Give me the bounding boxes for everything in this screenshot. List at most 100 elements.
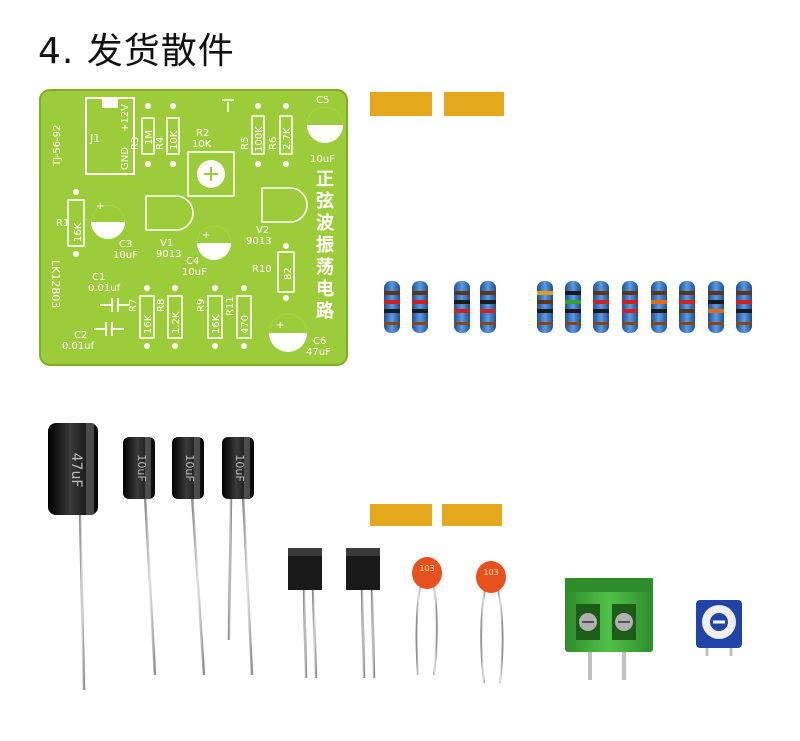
c1-value: 0.01uf: [88, 283, 121, 294]
resistor: [679, 281, 695, 333]
v1-value: 9013: [156, 249, 181, 260]
c5-value: 10uF: [310, 154, 335, 165]
resistor: [480, 281, 496, 333]
svg-text:弦: 弦: [316, 190, 334, 212]
pin-gnd-label: GND: [120, 147, 131, 170]
r10-value: 82: [283, 267, 294, 280]
tape-bottom-right: [442, 504, 502, 526]
r1-value: 16K: [73, 222, 84, 242]
resistor: [736, 281, 752, 333]
tape-top-right: [444, 92, 504, 116]
resistor: [593, 281, 609, 333]
ceramic-capacitor-2: 103: [476, 561, 506, 684]
c6-label: C6: [313, 336, 326, 347]
capacitor-10uf-3: 10uF: [222, 437, 254, 676]
small-cap-label-2: 10uF: [183, 454, 196, 481]
resistor-footprints-bottom: [139, 295, 252, 339]
transistor-2: [346, 548, 380, 679]
potentiometer-footprint: R2 10K: [187, 99, 235, 197]
v2-value: 9013: [246, 236, 271, 247]
r5-label: R5: [240, 137, 251, 150]
svg-text:荡: 荡: [316, 256, 334, 278]
capacitor-10uf-1: 10uF: [123, 437, 157, 676]
capacitor-47uf: 47uF: [48, 423, 98, 691]
c6-value: 47uF: [306, 347, 331, 358]
connector-code-label: TJ-56-92: [52, 125, 63, 167]
connector-id-label: J1: [89, 132, 100, 145]
r3-value: 1M: [144, 130, 155, 145]
c3-label: C3: [119, 239, 132, 250]
resistor: [651, 281, 667, 333]
c5-label: C5: [316, 95, 329, 106]
small-cap-label-1: 10uF: [135, 454, 148, 481]
ceramic-capacitor-1: 103: [412, 557, 442, 676]
tape-top-left: [370, 92, 432, 116]
r4-value: 10K: [169, 130, 180, 150]
r9-value: 16K: [211, 314, 222, 334]
r7-value: 16K: [143, 314, 154, 334]
ceramic-label-2: 103: [483, 568, 498, 577]
svg-text:+: +: [96, 201, 104, 212]
c6-footprint: + C6 47uF: [269, 314, 331, 358]
resistor: [565, 281, 581, 333]
trimmer-potentiometer: [696, 600, 742, 656]
svg-text:+: +: [276, 320, 284, 331]
ceramic-label-1: 103: [419, 564, 434, 573]
pcb-board: J1 TJ-56-92 +12V GND R3 1M R4 10K R5 100…: [39, 89, 348, 366]
resistor-bodies: [384, 281, 752, 333]
r11-value: 470: [240, 315, 251, 334]
c4-label: C4: [186, 256, 199, 267]
transistor-1: [288, 548, 322, 679]
resistor: [537, 281, 553, 333]
r8-value: 1.2K: [171, 311, 182, 334]
r2-label: R2: [196, 128, 209, 139]
r8-label: R8: [156, 299, 167, 312]
solder-pads: [73, 103, 289, 349]
v2-label: V2: [256, 225, 269, 236]
resistor-footprints-top: [141, 115, 293, 155]
capacitor-10uf-2: 10uF: [172, 437, 206, 676]
c2-value: 0.01uf: [62, 341, 95, 352]
c4-value: 10uF: [182, 267, 207, 278]
r9-label: R9: [196, 299, 207, 312]
svg-text:振: 振: [316, 234, 334, 256]
v2-footprint: V2 9013: [246, 187, 308, 247]
resistor: [622, 281, 638, 333]
r1-label: R1: [56, 218, 69, 229]
big-cap-label: 47uF: [68, 453, 84, 488]
pin-plus-label: +12V: [120, 104, 131, 132]
connector-j1-footprint: J1 TJ-56-92 +12V GND: [52, 97, 135, 175]
svg-text:正: 正: [316, 169, 334, 190]
c5-footprint: C5 10uF: [307, 95, 343, 165]
c1-label: C1: [92, 272, 105, 283]
resistor: [708, 281, 724, 333]
c4-footprint: + C4 10uF: [182, 226, 231, 278]
r6-label: R6: [268, 137, 279, 150]
r3-label: R3: [130, 137, 141, 150]
c3-value: 10uF: [113, 250, 138, 261]
resistor: [384, 281, 400, 333]
svg-text:路: 路: [316, 300, 335, 322]
section-heading: 4. 发货散件: [38, 31, 235, 72]
r6-value: 2.7K: [282, 127, 293, 150]
board-title: 正 弦 波 振 荡 电 路: [316, 169, 335, 322]
r2-value: 10K: [192, 139, 212, 150]
r5-value: 100K: [254, 126, 265, 152]
tape-bottom-left: [370, 504, 432, 526]
r10-label: R10: [252, 264, 272, 275]
svg-text:波: 波: [316, 212, 335, 234]
resistor: [454, 281, 470, 333]
svg-text:+: +: [202, 230, 210, 241]
r4-label: R4: [155, 137, 166, 150]
svg-text:电: 电: [316, 278, 334, 300]
screw-terminal: [565, 578, 653, 680]
r11-label: R11: [225, 296, 236, 316]
board-model: LK12803: [49, 260, 62, 308]
resistor: [412, 281, 428, 333]
v1-label: V1: [160, 238, 173, 249]
c3-footprint: + C3 10uF: [91, 201, 138, 261]
v1-footprint: V1 9013: [145, 195, 194, 260]
c2-label: C2: [74, 330, 87, 341]
r7-label: R7: [128, 299, 139, 312]
